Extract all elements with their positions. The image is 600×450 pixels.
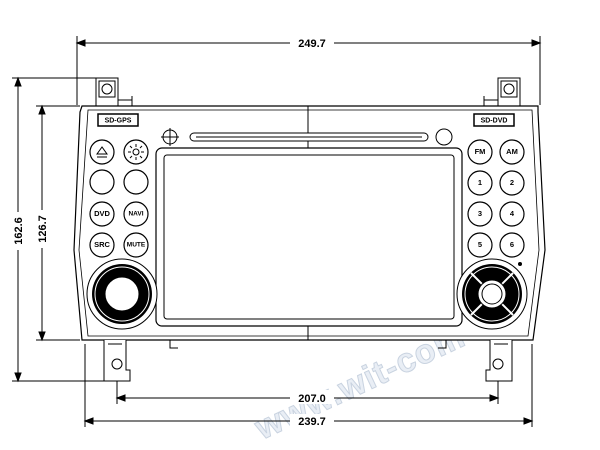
top-left-bracket [95,77,133,107]
preset-2-button[interactable]: 2 [499,170,525,196]
preset-4-label: 4 [510,209,515,218]
mount-width-label: 207.0 [298,393,326,405]
sd-gps-label: SD-GPS [105,117,132,124]
volume-knob[interactable] [86,258,158,330]
preset-5-label: 5 [478,240,482,249]
crosshair-icon [161,128,179,146]
preset-4-button[interactable]: 4 [499,201,525,227]
preset-6-button[interactable]: 6 [499,232,525,258]
src-button-label: SRC [94,240,110,249]
blank-button-2[interactable] [123,169,149,195]
dvd-button-label: DVD [94,209,110,218]
navi-button[interactable]: NAVI [123,201,149,227]
indicator-led [518,262,522,266]
navigation-dial[interactable] [456,258,528,330]
sd-dvd-slot[interactable]: SD-DVD [473,113,515,127]
sd-dvd-label: SD-DVD [481,117,508,124]
preset-3-button[interactable]: 3 [467,201,493,227]
am-button-label: AM [506,147,518,156]
bottom-tabs [169,340,447,349]
mute-button-label: MUTE [127,242,146,249]
right-button-panel: FM AM 1 2 3 4 5 6 [467,139,525,266]
reset-button[interactable] [435,128,453,146]
mute-button[interactable]: MUTE [123,232,149,258]
outer-height-label: 162.6 [13,217,25,245]
bottom-left-bracket [103,340,131,382]
disc-slot [189,132,429,142]
left-button-panel: DVD NAVI SRC MUTE [89,139,149,258]
inner-height-label: 126.7 [37,215,49,243]
am-button[interactable]: AM [499,139,525,165]
preset-1-button[interactable]: 1 [467,170,493,196]
bottom-right-bracket [485,340,513,382]
preset-5-button[interactable]: 5 [467,232,493,258]
preset-6-label: 6 [510,240,514,249]
blank-button-1[interactable] [89,169,115,195]
brightness-button[interactable] [123,139,149,165]
fm-button[interactable]: FM [467,139,493,165]
sd-gps-slot[interactable]: SD-GPS [97,113,139,127]
dvd-button[interactable]: DVD [89,201,115,227]
preset-3-label: 3 [478,209,482,218]
bottom-width-label: 239.7 [298,416,326,428]
eject-button[interactable] [89,139,115,165]
src-button[interactable]: SRC [89,232,115,258]
preset-1-label: 1 [478,178,482,187]
eject-icon [96,146,108,158]
brightness-icon [128,144,144,160]
preset-2-label: 2 [510,178,514,187]
display-screen[interactable] [155,147,463,327]
fm-button-label: FM [475,147,486,156]
top-right-bracket [483,77,521,107]
top-width-label: 249.7 [298,38,326,50]
navi-button-label: NAVI [128,211,143,218]
